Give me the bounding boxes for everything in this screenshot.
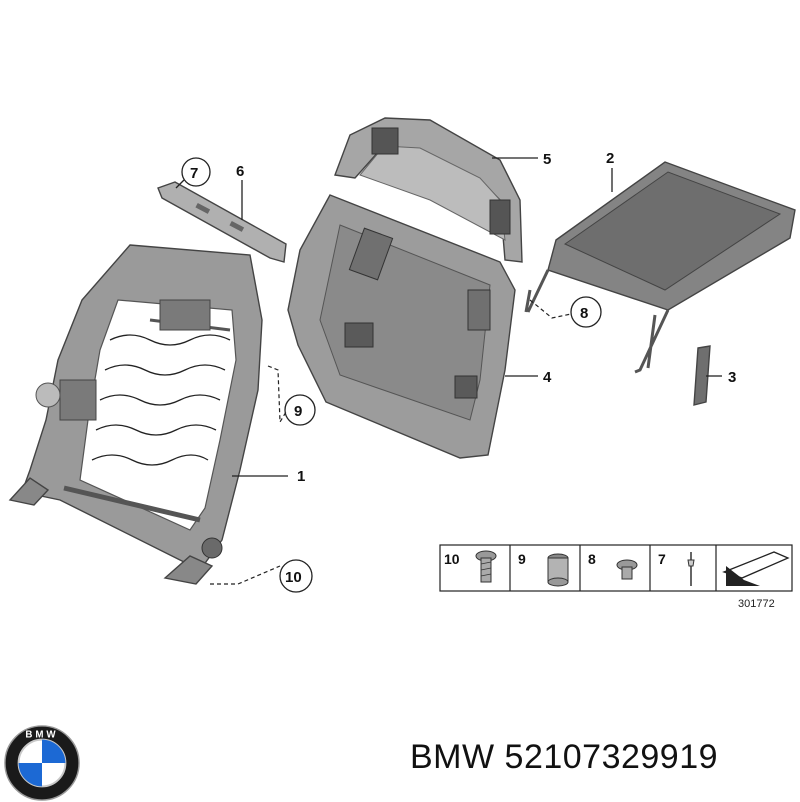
legend-label-7: 7 bbox=[658, 551, 666, 567]
callout-3: 3 bbox=[706, 369, 736, 386]
bracket-part-6 bbox=[157, 181, 287, 263]
callout-5: 5 bbox=[492, 151, 551, 168]
callout-9-label: 9 bbox=[294, 403, 302, 420]
screw-icon bbox=[616, 559, 638, 580]
pin-icon bbox=[687, 552, 695, 586]
callout-4-label: 4 bbox=[543, 369, 552, 386]
callout-8-label: 8 bbox=[580, 305, 588, 322]
fastener-legend: 10 9 8 7 301772 bbox=[439, 544, 793, 610]
rear-plate-part bbox=[524, 161, 796, 374]
diagram-reference-number: 301772 bbox=[738, 598, 775, 610]
legend-label-9: 9 bbox=[518, 551, 526, 567]
callout-6-label: 6 bbox=[236, 163, 244, 180]
callout-9: 9 bbox=[267, 365, 316, 426]
callout-10: 10 bbox=[210, 559, 313, 593]
bolt-icon bbox=[475, 550, 497, 583]
bmw-logo: BMW bbox=[4, 725, 80, 801]
callout-2-label: 2 bbox=[606, 150, 614, 167]
callout-10-label: 10 bbox=[285, 569, 302, 586]
brand-part-number-caption: BMW 52107329919 bbox=[410, 738, 719, 776]
callout-2: 2 bbox=[606, 150, 614, 192]
callout-7: 7 bbox=[175, 157, 211, 189]
callout-6: 6 bbox=[236, 163, 244, 220]
callout-7-label: 7 bbox=[190, 165, 198, 182]
assembly-arrow-icon bbox=[722, 551, 790, 586]
legend-label-10: 10 bbox=[444, 551, 460, 567]
callout-5-label: 5 bbox=[543, 151, 551, 168]
rivet-nut-icon bbox=[547, 553, 569, 587]
callout-3-label: 3 bbox=[728, 369, 736, 386]
trim-strip-part bbox=[693, 345, 711, 406]
callout-4: 4 bbox=[505, 369, 552, 386]
callout-8: 8 bbox=[529, 296, 602, 328]
backrest-rear-panel-part bbox=[287, 194, 516, 459]
callout-1: 1 bbox=[232, 468, 305, 485]
backrest-frame-part bbox=[8, 244, 263, 585]
legend-label-8: 8 bbox=[588, 551, 596, 567]
upper-cover-part bbox=[334, 117, 523, 263]
callout-1-label: 1 bbox=[297, 468, 305, 485]
logo-letters: BMW bbox=[25, 730, 58, 741]
